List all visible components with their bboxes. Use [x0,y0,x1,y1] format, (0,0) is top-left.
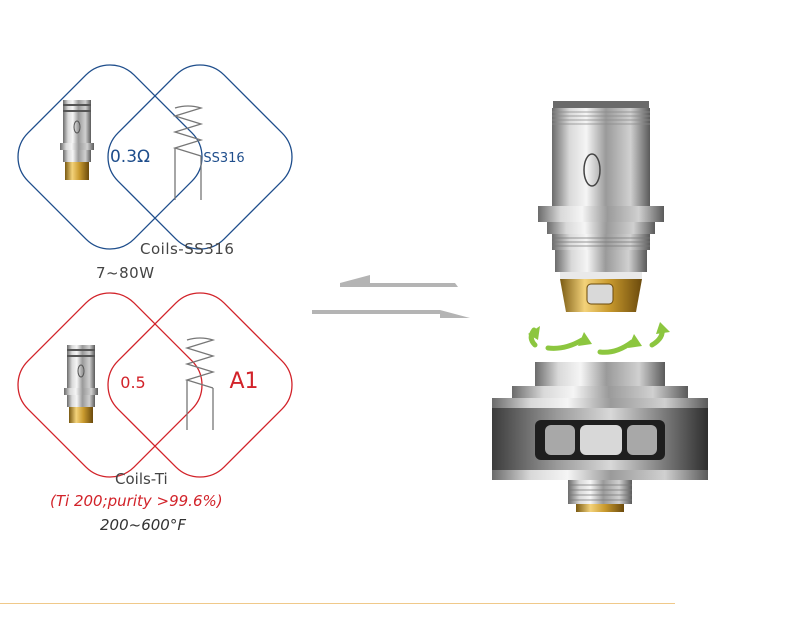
bottom-divider [0,603,675,604]
coil-ti-label: Coils-Ti [115,470,168,488]
coil-ss316-spring-icon [172,105,204,200]
coil-ss316-diamond-left [17,64,203,250]
coil-ss316-material: SS316 [203,151,244,166]
rotate-arrows-icon [528,325,665,355]
coil-ss316-head-icon [60,100,94,180]
coil-ti-temperature: 200~600°F [100,516,186,534]
swap-arrows-icon [312,275,470,318]
coil-ss316-diamond-right [107,64,293,250]
coil-ss316-power: 7~80W [96,264,155,282]
tank-base [492,362,708,512]
coil-ti-badge [17,292,293,478]
coil-ti-subtitle: (Ti 200;purity >99.6%) [50,492,223,510]
coil-ss316-label: Coils-SS316 [140,240,235,258]
coil-ti-diamond-right [107,292,293,478]
coil-ss316-resistance: 0.3Ω [110,147,150,167]
coil-ti-spring-icon [184,337,216,430]
coil-ti-material: A1 [229,369,258,394]
coil-head-large [538,101,664,312]
coil-ss316-badge [17,64,293,250]
coil-ti-head-icon [64,345,98,423]
coil-ti-diamond-left [17,292,203,478]
coil-ti-resistance: 0.5 [120,373,145,392]
